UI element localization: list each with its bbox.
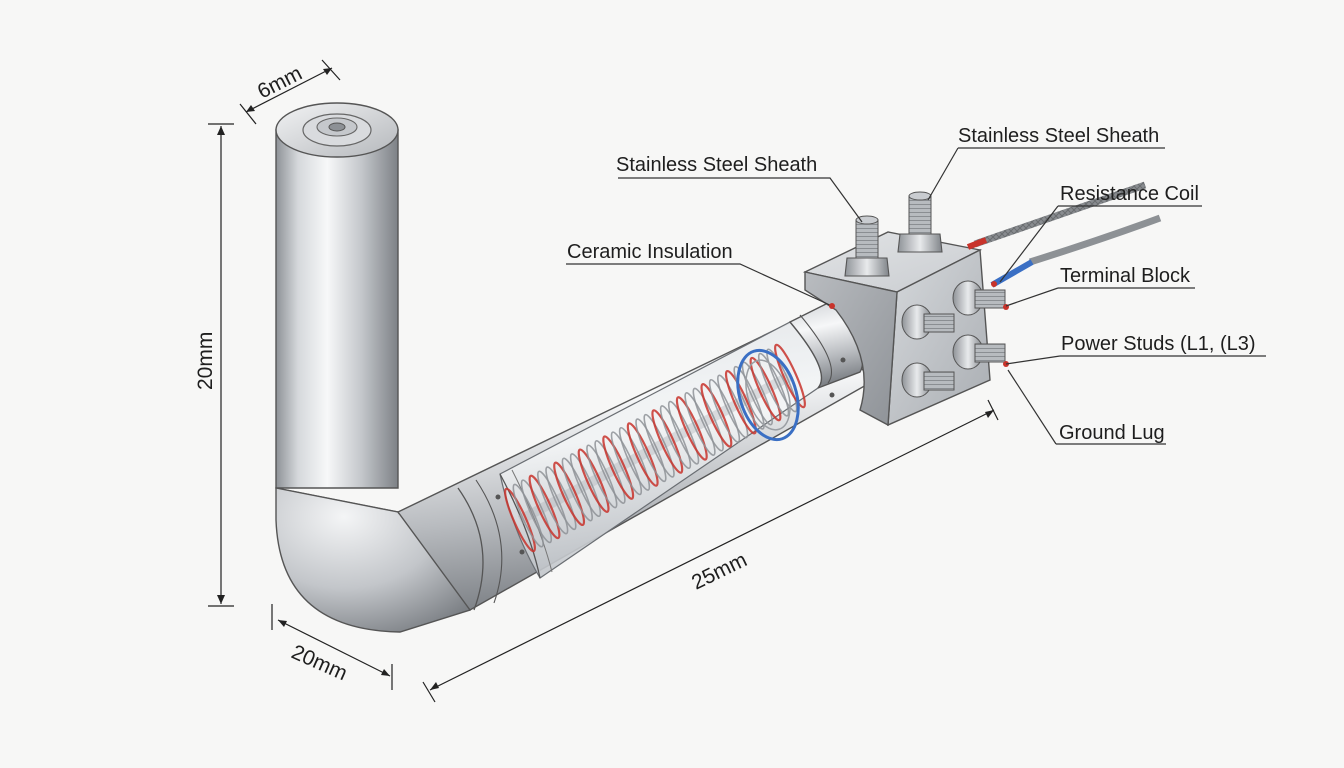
dimension-diameter (239, 59, 341, 125)
dimension-horizontal (422, 399, 999, 703)
dimension-text-diameter: 6mm (254, 62, 306, 104)
coil-turn (741, 361, 773, 426)
dimension-text-horizontal: 25mm (688, 548, 751, 594)
coil-turn (504, 487, 536, 553)
resistance-coil-windings (504, 343, 806, 553)
coil-turn (537, 470, 569, 535)
label-resistance-coil: Resistance Coil (1060, 183, 1199, 205)
coil-turn (717, 374, 749, 439)
coil-turn (602, 435, 635, 500)
coil-core-rod (517, 371, 793, 525)
label-ceramic-insulation: Ceramic Insulation (567, 241, 733, 263)
inner-core-ring (736, 348, 800, 442)
coil-turn (692, 387, 724, 452)
coil-turn (577, 448, 610, 513)
coil-turn (512, 483, 544, 548)
label-ground-lug: Ground Lug (1059, 422, 1165, 444)
coil-turn (520, 479, 553, 544)
lead-wire-lower (990, 214, 1162, 288)
dimension-text-vertical: 20mm (194, 332, 217, 390)
coil-turn (651, 409, 684, 474)
coil-turn (684, 392, 716, 456)
coil-turn (724, 369, 757, 435)
vertical-sheath (275, 129, 399, 515)
coil-turn (733, 365, 765, 430)
coil-turn (610, 431, 643, 496)
coil-turn (675, 396, 708, 461)
coil-turn (774, 343, 806, 409)
coil-turn (757, 352, 790, 417)
coil-turn (766, 348, 798, 413)
label-terminal-block: Terminal Block (1060, 265, 1191, 287)
dimension-vertical (208, 123, 234, 607)
coil-turn (561, 457, 593, 522)
coil-turn (528, 474, 561, 540)
coil-turn (643, 413, 675, 478)
label-stainless-steel-sheath-left: Stainless Steel Sheath (616, 154, 817, 176)
top-stud-right (897, 191, 943, 253)
coil-turn (708, 378, 741, 443)
label-power-studs: Power Studs (L1, (L3) (1061, 333, 1256, 355)
lead-wire-upper (966, 181, 1147, 250)
tube-end-cap (275, 102, 399, 158)
coil-turn (569, 453, 602, 518)
coil-turn (700, 383, 733, 448)
coil-turn (618, 426, 651, 491)
coil-turn (626, 422, 659, 487)
top-stud-left (844, 215, 890, 277)
power-stud-upper (952, 280, 1009, 316)
label-stainless-steel-sheath-right: Stainless Steel Sheath (958, 125, 1159, 147)
callout-leaders (566, 147, 1266, 445)
coil-turn (553, 461, 586, 527)
coil-turn (667, 400, 700, 465)
coil-turn (594, 440, 626, 504)
power-stud-mid-left (901, 304, 955, 340)
coil-turn (635, 418, 667, 483)
power-stud-mid-right (952, 334, 1009, 370)
coil-turn (749, 356, 782, 422)
dimension-bend (271, 604, 393, 690)
dimension-text-bend: 20mm (288, 641, 351, 686)
coil-turn (586, 444, 618, 509)
coil-turn (659, 405, 692, 470)
coil-turn (545, 466, 577, 531)
ground-stud-lower (901, 362, 955, 398)
